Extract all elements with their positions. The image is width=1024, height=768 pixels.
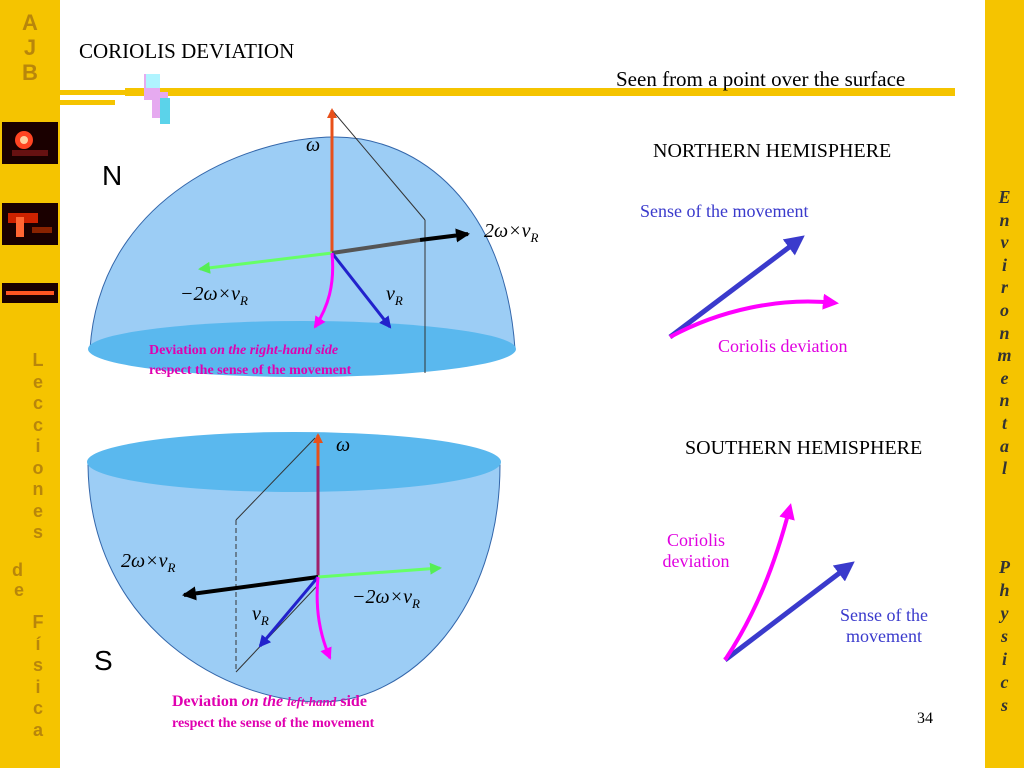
lab-photo-3 — [2, 283, 58, 303]
north-vr-label: vR — [386, 283, 403, 308]
south-deviation-line2: respect the sense of the movement — [172, 716, 375, 731]
north-coriolis-label: Coriolis deviation — [718, 336, 848, 356]
ajb-letter: A — [22, 10, 38, 35]
environmental-letter: e — [1000, 367, 1009, 388]
right-sidebar — [985, 0, 1024, 768]
environmental-letter: l — [1001, 458, 1007, 479]
lecciones-letter: e — [32, 500, 43, 521]
physics-letter: i — [1001, 649, 1007, 669]
environmental-letter: E — [998, 187, 1011, 207]
environmental-letter: a — [1000, 435, 1009, 456]
lecciones-letter: o — [32, 457, 44, 478]
page-subtitle: Seen from a point over the surface — [616, 67, 906, 91]
north-sense-label: Sense of the movement — [640, 201, 809, 221]
physics-letter: y — [1000, 603, 1009, 623]
physics-letter: c — [1000, 672, 1009, 692]
lab-photo-2 — [2, 203, 58, 245]
environmental-letter: o — [1000, 299, 1009, 320]
fisica-letter: c — [32, 698, 43, 718]
south-omega-label: ω — [336, 434, 351, 456]
north-neg-two-omega-vr-label: −2ω×vR — [180, 283, 248, 308]
north-movement-diagram — [668, 235, 839, 339]
fisica-letter: í — [35, 633, 41, 654]
fisica-letter: a — [32, 719, 43, 740]
fisica-letter: s — [32, 655, 43, 675]
south-coriolis-label: Coriolis deviation — [662, 530, 730, 571]
environmental-letter: v — [1000, 232, 1009, 253]
physics-letter: s — [1000, 695, 1008, 715]
south-deviation-line1: Deviation on the left-hand side — [172, 693, 367, 710]
north-deviation-line2: respect the sense of the movement — [149, 363, 352, 378]
physics-letter: P — [999, 557, 1010, 577]
page-number: 34 — [917, 710, 933, 727]
fisica-letter: F — [32, 612, 44, 632]
south-neg-two-omega-vr-label: −2ω×vR — [352, 586, 420, 611]
environmental-letter: t — [1001, 412, 1007, 433]
lecciones-letter: c — [32, 414, 43, 435]
header-decoration — [60, 74, 955, 124]
fisica-letter: i — [35, 676, 41, 697]
south-movement-diagram — [723, 503, 855, 662]
lab-photo-1 — [2, 122, 58, 164]
lecciones-letter: n — [32, 479, 44, 499]
environmental-letter: r — [1000, 277, 1008, 298]
de-letter: e — [14, 580, 25, 600]
north-pole-label: N — [102, 160, 123, 191]
lecciones-letter: s — [32, 522, 43, 542]
north-omega-label: ω — [306, 134, 321, 156]
lecciones-letter: i — [35, 436, 41, 456]
north-hemisphere-diagram — [88, 108, 516, 377]
environmental-letter: n — [999, 209, 1010, 230]
south-pole-label: S — [94, 645, 113, 676]
de-letter: d — [12, 560, 23, 580]
south-two-omega-vr-label: 2ω×vR — [121, 550, 176, 575]
lecciones-letter: e — [32, 371, 43, 392]
south-vr-label: vR — [252, 603, 269, 628]
south-sense-label: Sense of the movement — [840, 605, 928, 646]
lecciones-letter: L — [32, 350, 44, 370]
south-hemisphere-diagram — [87, 432, 501, 703]
ajb-letter: J — [23, 35, 37, 60]
lecciones-letter: c — [32, 393, 43, 413]
environmental-letter: m — [997, 345, 1012, 366]
physics-letter: s — [1000, 626, 1008, 646]
environmental-letter: i — [1001, 254, 1007, 275]
environmental-letter: n — [999, 322, 1010, 343]
environmental-letter: n — [999, 390, 1010, 411]
physics-letter: h — [999, 580, 1010, 600]
northern-hemisphere-title: NORTHERN HEMISPHERE — [653, 140, 892, 162]
southern-hemisphere-title: SOUTHERN HEMISPHERE — [685, 437, 923, 459]
page-title: CORIOLIS DEVIATION — [79, 39, 295, 63]
north-deviation-line1: Deviation on the right-hand side — [149, 343, 339, 358]
north-two-omega-vr-label: 2ω×vR — [484, 220, 539, 245]
ajb-letter: B — [22, 60, 38, 85]
